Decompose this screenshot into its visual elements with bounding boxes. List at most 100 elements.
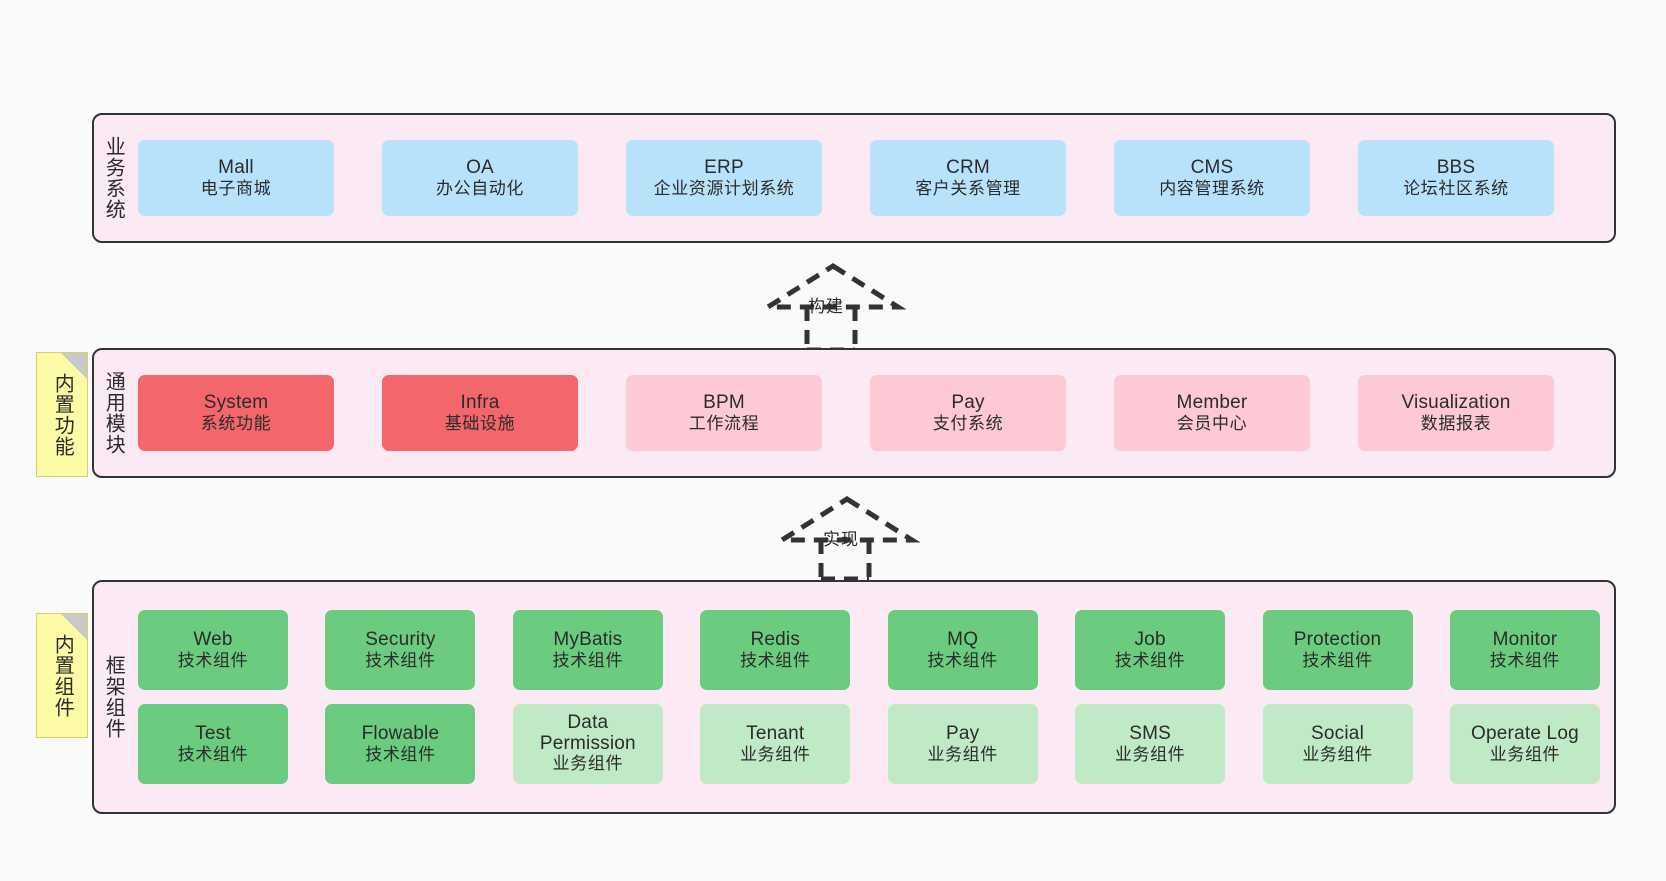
framework-components-cells: Web 技术组件 Security 技术组件 MyBatis 技术组件 Redi…: [132, 582, 1614, 812]
node-pay-module[interactable]: Pay 支付系统: [870, 375, 1066, 451]
node-bbs[interactable]: BBS 论坛社区系统: [1358, 140, 1554, 216]
node-operate-log-title: Operate Log: [1471, 722, 1579, 744]
node-system-subtitle: 系统功能: [200, 414, 272, 434]
node-bpm[interactable]: BPM 工作流程: [626, 375, 822, 451]
node-web-subtitle: 技术组件: [177, 651, 249, 671]
node-oa-title: OA: [466, 156, 494, 178]
node-test-title: Test: [195, 722, 231, 744]
node-flowable[interactable]: Flowable 技术组件: [325, 704, 476, 784]
node-crm-title: CRM: [946, 156, 990, 178]
node-security-title: Security: [365, 628, 436, 650]
node-pay-module-title: Pay: [951, 391, 985, 413]
node-visualization[interactable]: Visualization 数据报表: [1358, 375, 1554, 451]
node-test[interactable]: Test 技术组件: [138, 704, 288, 784]
node-infra-subtitle: 基础设施: [444, 414, 516, 434]
connector-build-label: 构建: [808, 297, 844, 316]
node-protection-subtitle: 技术组件: [1302, 651, 1373, 671]
node-crm-subtitle: 客户关系管理: [915, 179, 1021, 199]
node-social[interactable]: Social 业务组件: [1262, 704, 1413, 784]
note-builtin-features-text: 内置功能: [51, 372, 74, 457]
node-bpm-subtitle: 工作流程: [688, 414, 760, 434]
node-pay-module-subtitle: 支付系统: [932, 414, 1004, 434]
node-mybatis[interactable]: MyBatis 技术组件: [512, 610, 663, 690]
node-test-subtitle: 技术组件: [177, 745, 249, 765]
framework-row-tech: Web 技术组件 Security 技术组件 MyBatis 技术组件 Redi…: [138, 610, 1600, 690]
node-mq-title: MQ: [947, 628, 979, 650]
node-monitor-title: Monitor: [1492, 628, 1558, 650]
node-job[interactable]: Job 技术组件: [1075, 610, 1226, 690]
node-erp[interactable]: ERP 企业资源计划系统: [626, 140, 822, 216]
node-visualization-title: Visualization: [1401, 391, 1511, 413]
node-redis[interactable]: Redis 技术组件: [700, 610, 851, 690]
node-web-title: Web: [193, 628, 233, 650]
framework-row-business: Test 技术组件 Flowable 技术组件 Data Permission …: [138, 704, 1600, 784]
node-operate-log-subtitle: 业务组件: [1489, 745, 1561, 765]
node-bbs-subtitle: 论坛社区系统: [1403, 179, 1509, 199]
node-flowable-title: Flowable: [361, 722, 440, 744]
node-data-permission-subtitle: 业务组件: [552, 754, 624, 774]
node-infra[interactable]: Infra 基础设施: [382, 375, 578, 451]
node-cms-subtitle: 内容管理系统: [1159, 179, 1265, 199]
node-system[interactable]: System 系统功能: [138, 375, 334, 451]
node-sms-subtitle: 业务组件: [1114, 745, 1186, 765]
node-bbs-title: BBS: [1436, 156, 1476, 178]
node-mybatis-title: MyBatis: [553, 628, 623, 650]
node-cms[interactable]: CMS 内容管理系统: [1114, 140, 1310, 216]
connector-implement: 实现: [772, 495, 922, 583]
node-member-subtitle: 会员中心: [1176, 414, 1248, 434]
node-member[interactable]: Member 会员中心: [1114, 375, 1310, 451]
layer-common-modules: 通用模块 System 系统功能 Infra 基础设施 BPM 工作流程 Pay…: [92, 348, 1616, 478]
node-mall-subtitle: 电子商城: [200, 179, 272, 199]
node-data-permission-title: Data Permission: [539, 712, 636, 754]
node-operate-log[interactable]: Operate Log 业务组件: [1449, 704, 1600, 784]
node-redis-subtitle: 技术组件: [740, 651, 811, 671]
node-protection-title: Protection: [1293, 628, 1382, 650]
node-bpm-title: BPM: [703, 391, 745, 413]
connector-build: 构建: [758, 262, 908, 353]
note-builtin-components-text: 内置组件: [51, 633, 74, 718]
node-data-permission[interactable]: Data Permission 业务组件: [512, 704, 663, 784]
node-mq[interactable]: MQ 技术组件: [887, 610, 1038, 690]
note-builtin-features: 内置功能: [36, 352, 88, 477]
node-cms-title: CMS: [1190, 156, 1234, 178]
node-pay-component[interactable]: Pay 业务组件: [887, 704, 1038, 784]
node-tenant-title: Tenant: [746, 722, 805, 744]
common-modules-cells: System 系统功能 Infra 基础设施 BPM 工作流程 Pay 支付系统…: [132, 350, 1614, 476]
node-tenant-subtitle: 业务组件: [740, 745, 811, 765]
layer-title-business-systems: 业务系统: [102, 136, 125, 220]
node-monitor[interactable]: Monitor 技术组件: [1449, 610, 1600, 690]
node-sms-title: SMS: [1129, 722, 1171, 744]
node-monitor-subtitle: 技术组件: [1489, 651, 1561, 671]
node-job-title: Job: [1134, 628, 1166, 650]
node-redis-title: Redis: [750, 628, 801, 650]
node-security-subtitle: 技术组件: [365, 651, 436, 671]
node-sms[interactable]: SMS 业务组件: [1075, 704, 1226, 784]
node-pay-component-title: Pay: [946, 722, 980, 744]
node-web[interactable]: Web 技术组件: [138, 610, 288, 690]
node-job-subtitle: 技术组件: [1114, 651, 1186, 671]
node-social-subtitle: 业务组件: [1302, 745, 1373, 765]
layer-business-systems: 业务系统 Mall 电子商城 OA 办公自动化 ERP 企业资源计划系统 CRM…: [92, 113, 1616, 243]
node-pay-component-subtitle: 业务组件: [927, 745, 998, 765]
business-systems-cells: Mall 电子商城 OA 办公自动化 ERP 企业资源计划系统 CRM 客户关系…: [132, 115, 1614, 241]
node-crm[interactable]: CRM 客户关系管理: [870, 140, 1066, 216]
node-oa-subtitle: 办公自动化: [436, 179, 524, 199]
node-erp-subtitle: 企业资源计划系统: [653, 179, 795, 199]
node-flowable-subtitle: 技术组件: [365, 745, 436, 765]
node-member-title: Member: [1176, 391, 1248, 413]
node-protection[interactable]: Protection 技术组件: [1262, 610, 1413, 690]
node-tenant[interactable]: Tenant 业务组件: [700, 704, 851, 784]
connector-implement-label: 实现: [823, 530, 859, 549]
node-security[interactable]: Security 技术组件: [325, 610, 476, 690]
node-social-title: Social: [1311, 722, 1364, 744]
node-mq-subtitle: 技术组件: [927, 651, 998, 671]
node-mybatis-subtitle: 技术组件: [552, 651, 624, 671]
layer-framework-components: 框架组件 Web 技术组件 Security 技术组件 MyBatis 技术组件…: [92, 580, 1616, 814]
node-mall[interactable]: Mall 电子商城: [138, 140, 334, 216]
layer-title-framework-components: 框架组件: [102, 655, 125, 739]
node-visualization-subtitle: 数据报表: [1420, 414, 1492, 434]
layer-title-common-modules: 通用模块: [102, 371, 125, 455]
node-system-title: System: [203, 391, 269, 413]
node-oa[interactable]: OA 办公自动化: [382, 140, 578, 216]
